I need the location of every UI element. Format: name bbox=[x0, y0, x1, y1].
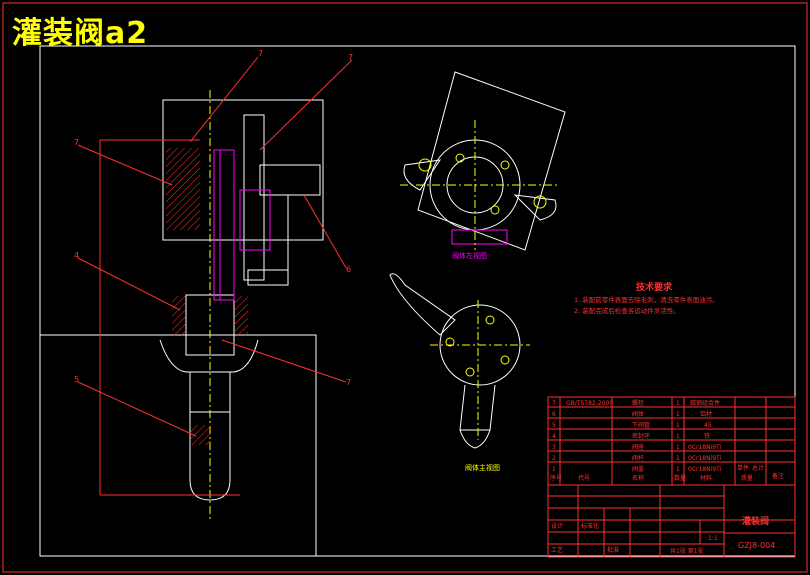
tech-item-1: 1. 装配前零件表面去除毛刺，清洗零件表面油污。 bbox=[574, 295, 719, 304]
svg-text:下阀管: 下阀管 bbox=[632, 421, 650, 429]
svg-text:1: 1 bbox=[676, 455, 680, 462]
svg-text:备注: 备注 bbox=[772, 472, 784, 480]
bottom-view bbox=[389, 273, 521, 449]
leader-label-6: 7 bbox=[346, 378, 351, 387]
svg-text:3: 3 bbox=[552, 444, 556, 451]
tb-approve: 批准 bbox=[607, 546, 619, 554]
svg-text:1: 1 bbox=[552, 466, 556, 473]
drawing-number: GZJ8-004 bbox=[738, 541, 775, 550]
tb-process: 工艺 bbox=[551, 546, 563, 554]
svg-text:1: 1 bbox=[676, 466, 680, 473]
bom-header: 序号 代号 名称 数量 材料 单件 总计 质量 备注 bbox=[550, 464, 784, 482]
bottom-view-hole-2 bbox=[445, 337, 455, 347]
svg-text:阀体: 阀体 bbox=[632, 410, 644, 418]
bottom-view-hole-4 bbox=[500, 355, 510, 365]
svg-text:GB/T5782-2000: GB/T5782-2000 bbox=[566, 400, 613, 407]
top-view bbox=[403, 71, 566, 251]
svg-text:铁: 铁 bbox=[704, 432, 710, 440]
hatch-section-mid bbox=[172, 296, 186, 336]
svg-text:7: 7 bbox=[552, 400, 556, 407]
svg-text:碳钢组合件: 碳钢组合件 bbox=[690, 399, 720, 407]
svg-text:5: 5 bbox=[552, 422, 556, 429]
svg-text:序号: 序号 bbox=[550, 474, 562, 482]
svg-text:总计: 总计 bbox=[752, 464, 764, 472]
top-view-hole-3 bbox=[455, 153, 465, 163]
leader-label-3: 6 bbox=[346, 265, 351, 274]
leader-label-4: 4 bbox=[74, 251, 79, 260]
svg-text:4: 4 bbox=[552, 433, 556, 440]
svg-text:1: 1 bbox=[676, 444, 680, 451]
svg-text:45: 45 bbox=[704, 422, 712, 429]
tech-heading: 技术要求 bbox=[636, 281, 673, 293]
bom-rows: 7 GB/T5782-2000 螺栓 1 碳钢组合件 6 阀体 1 铝材 5 下… bbox=[552, 399, 722, 473]
bottom-view-hole-1 bbox=[485, 315, 495, 325]
svg-text:材料: 材料 bbox=[700, 474, 712, 482]
svg-text:阀盖: 阀盖 bbox=[632, 465, 644, 473]
top-view-hole-5 bbox=[490, 205, 500, 215]
svg-text:0Cr18Ni9Ti: 0Cr18Ni9Ti bbox=[688, 466, 722, 473]
hatch-section-mid2 bbox=[234, 296, 248, 336]
svg-text:螺栓: 螺栓 bbox=[632, 399, 644, 407]
tb-designer: 设计 bbox=[551, 522, 563, 530]
svg-text:代号: 代号 bbox=[578, 474, 590, 482]
svg-text:1: 1 bbox=[676, 433, 680, 440]
leader-label-1: 7 bbox=[348, 53, 353, 62]
top-view-hole-2 bbox=[533, 195, 547, 209]
bottom-view-label: 阀体主视图 bbox=[465, 463, 500, 472]
svg-text:1: 1 bbox=[676, 400, 680, 407]
leader-lines bbox=[77, 56, 353, 437]
leader-label-0: 7 bbox=[258, 49, 263, 58]
top-view-hole-1 bbox=[418, 158, 432, 172]
leader-label-5: 5 bbox=[74, 375, 79, 384]
hatch-section-upper bbox=[166, 148, 200, 230]
svg-text:铝材: 铝材 bbox=[700, 410, 712, 418]
sheet-count: 共1张 第1张 bbox=[670, 547, 704, 555]
tb-standard: 标准化 bbox=[581, 522, 599, 530]
leader-label-2: 7 bbox=[74, 138, 79, 147]
svg-text:单件: 单件 bbox=[737, 464, 749, 472]
tech-item-2: 2. 装配完成后检查各运动件灵活性。 bbox=[574, 306, 680, 315]
svg-text:2: 2 bbox=[552, 455, 556, 462]
svg-text:名称: 名称 bbox=[632, 474, 644, 482]
svg-text:密封环: 密封环 bbox=[632, 432, 650, 440]
svg-text:阀杆: 阀杆 bbox=[632, 454, 644, 462]
top-view-label: 阀体左视图 bbox=[452, 251, 487, 260]
title-block-grid bbox=[547, 484, 796, 558]
svg-text:1: 1 bbox=[676, 411, 680, 418]
internal-parts bbox=[213, 149, 271, 301]
scale: 1:1 bbox=[708, 535, 718, 542]
svg-text:0Cr18Ni9Ti: 0Cr18Ni9Ti bbox=[688, 444, 722, 451]
hatch-section-tip bbox=[190, 425, 210, 445]
svg-text:6: 6 bbox=[552, 411, 556, 418]
bottom-view-hole-3 bbox=[465, 367, 475, 377]
svg-text:阀座: 阀座 bbox=[632, 443, 644, 451]
inner-frame bbox=[39, 45, 796, 557]
svg-text:质量: 质量 bbox=[741, 474, 753, 482]
drawing-title: 灌装阀a2 bbox=[12, 16, 149, 51]
drawing-name: 灌装阀 bbox=[742, 515, 769, 527]
top-view-hole-4 bbox=[500, 160, 510, 170]
svg-text:1: 1 bbox=[676, 422, 680, 429]
svg-text:数量: 数量 bbox=[674, 474, 686, 482]
svg-text:0Cr18Ni9Ti: 0Cr18Ni9Ti bbox=[688, 455, 722, 462]
